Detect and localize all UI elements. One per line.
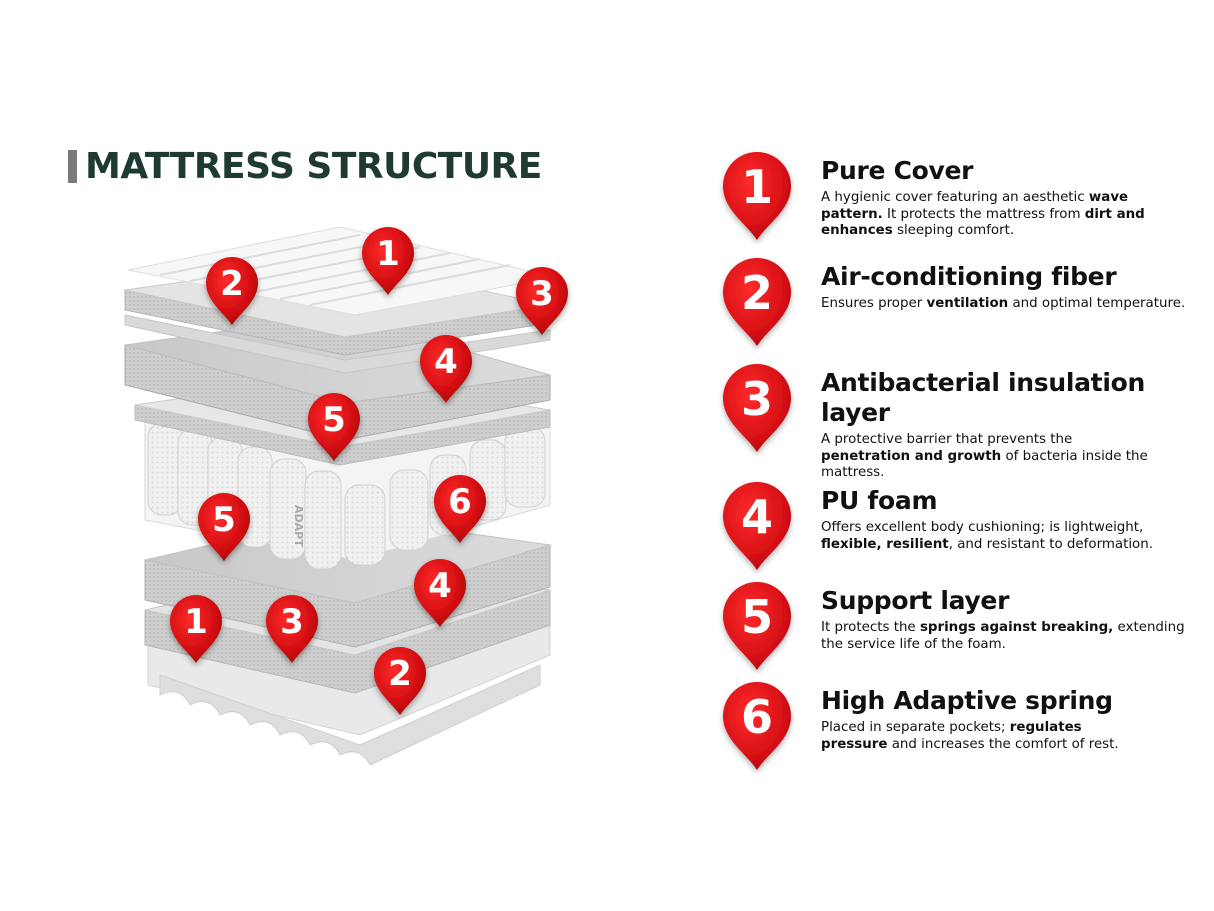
callout-5-top: 5: [308, 393, 360, 461]
number-pin-icon: 2: [718, 254, 796, 350]
number-pin-icon: 3: [718, 360, 796, 456]
desc-run: penetration and growth: [821, 448, 1002, 464]
callout-1-top: 1: [362, 227, 414, 295]
callout-4-top: 4: [420, 335, 472, 403]
number-pin-icon: 5: [718, 578, 796, 674]
legend-item-desc: It protects the springs against breaking…: [821, 620, 1191, 653]
mattress-layers-svg: ADAPT 1: [124, 226, 568, 766]
legend-item-desc: A protective barrier that prevents the p…: [821, 432, 1151, 482]
callout-6: 6: [434, 475, 486, 543]
title-block: MATTRESS STRUCTURE: [68, 146, 542, 187]
callout-5-bottom-label: 5: [212, 500, 236, 540]
desc-run: ventilation: [926, 296, 1009, 311]
desc-run: Offers excellent body cushioning; is lig…: [821, 520, 1144, 535]
number-pin-icon: 6: [718, 678, 796, 774]
desc-run: A hygienic cover featuring an aesthetic: [821, 190, 1089, 205]
callout-4-bottom: 4: [414, 559, 466, 627]
spring-label: ADAPT: [292, 505, 305, 547]
desc-run: wave pattern.: [821, 190, 1129, 222]
pin-shape: 1: [723, 151, 791, 240]
pin-shape: 4: [723, 481, 791, 570]
pin-number: 2: [741, 266, 773, 320]
desc-run: , and resistant to deformation.: [948, 536, 1153, 552]
desc-run: flexible, resilient: [821, 536, 949, 552]
callout-2-top-label: 2: [220, 264, 244, 304]
mattress-illustration: ADAPT 1: [100, 215, 600, 790]
pin-shape: 2: [723, 257, 791, 346]
desc-run: sleeping comfort.: [892, 223, 1015, 238]
callout-6-label: 6: [448, 482, 472, 522]
callout-3-top: 3: [516, 267, 568, 335]
desc-run: regulates pressure: [821, 720, 1082, 752]
desc-run: springs against breaking,: [919, 620, 1114, 635]
legend-item-title: PU foam: [821, 486, 938, 515]
callout-2-top: 2: [206, 257, 258, 325]
pin-shape: 3: [723, 363, 791, 452]
title-accent-bar: [68, 150, 77, 183]
pin-number: 6: [741, 690, 773, 744]
desc-run: of bacteria inside the mattress.: [821, 448, 1148, 481]
callout-5-bottom: 5: [198, 493, 250, 561]
legend-item-text: PU foam Offers excellent body cushioning…: [821, 486, 1191, 553]
callout-3-top-label: 3: [530, 274, 554, 314]
callout-5-top-label: 5: [322, 400, 346, 440]
desc-run: and increases the comfort of rest.: [887, 736, 1119, 752]
desc-run: extending the service life of the foam.: [821, 620, 1185, 652]
desc-run: dirt and enhances: [821, 206, 1145, 239]
callout-4-bottom-label: 4: [428, 566, 452, 606]
callout-1-top-label: 1: [376, 234, 400, 274]
legend-item-title: High Adaptive spring: [821, 686, 1113, 715]
legend-item-desc: Placed in separate pockets; regulates pr…: [821, 720, 1151, 753]
callout-4-top-label: 4: [434, 342, 458, 382]
legend-item-title: Antibacterial insulation layer: [821, 368, 1145, 427]
legend-item-title: Support layer: [821, 586, 1010, 615]
legend-item-text: High Adaptive spring Placed in separate …: [821, 686, 1151, 753]
pin-shape: 5: [723, 581, 791, 670]
callout-2-bottom: 2: [374, 647, 426, 715]
legend-item-text: Support layer It protects the springs ag…: [821, 586, 1191, 653]
page-title: MATTRESS STRUCTURE: [85, 146, 542, 187]
pin-number: 5: [741, 590, 773, 644]
legend-item-desc: A hygienic cover featuring an aesthetic …: [821, 190, 1191, 240]
legend-item-desc: Offers excellent body cushioning; is lig…: [821, 520, 1191, 553]
legend-item-text: Air-conditioning fiber Ensures proper ve…: [821, 262, 1191, 313]
callout-3-bottom-label: 3: [280, 602, 304, 642]
pin-number: 4: [741, 490, 773, 544]
desc-run: It protects the mattress from: [882, 206, 1085, 222]
number-pin-icon: 1: [718, 148, 796, 244]
desc-run: Ensures proper: [821, 296, 927, 311]
desc-run: It protects the: [821, 620, 920, 635]
desc-run: Placed in separate pockets;: [821, 720, 1010, 735]
pin-number: 1: [741, 160, 773, 214]
legend-item-title: Air-conditioning fiber: [821, 262, 1117, 291]
callout-3-bottom: 3: [266, 595, 318, 663]
callout-2-bottom-label: 2: [388, 654, 412, 694]
number-pin-icon: 4: [718, 478, 796, 574]
legend-item-desc: Ensures proper ventilation and optimal t…: [821, 296, 1191, 313]
legend-item-text: Antibacterial insulation layer A protect…: [821, 368, 1151, 482]
callout-1-bottom-label: 1: [184, 602, 208, 642]
legend-item-text: Pure Cover A hygienic cover featuring an…: [821, 156, 1191, 240]
desc-run: and optimal temperature.: [1008, 296, 1186, 311]
pin-number: 3: [741, 372, 773, 426]
desc-run: A protective barrier that prevents the: [821, 432, 1073, 447]
legend-item-title: Pure Cover: [821, 156, 974, 185]
pin-shape: 6: [723, 681, 791, 770]
callout-1-bottom: 1: [170, 595, 222, 663]
